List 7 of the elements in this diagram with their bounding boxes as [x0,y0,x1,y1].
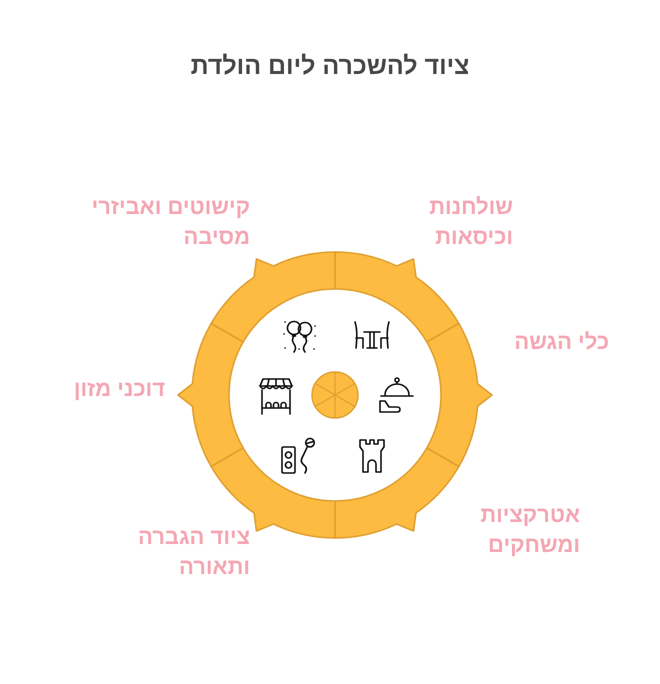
title-heading: ציוד להשכרה ליום הולדת [190,51,470,82]
step-label: דוכני מזון [74,376,165,401]
step-label: כלי הגשה [514,329,609,354]
step-label: ציוד הגברה ותאורה [138,524,250,579]
step-label: קישוטים ואביזרי מסיבה [92,194,250,249]
step-label: אטרקציות ומשחקים [480,502,580,557]
step-label: שולחנות וכיסאות [429,194,513,249]
